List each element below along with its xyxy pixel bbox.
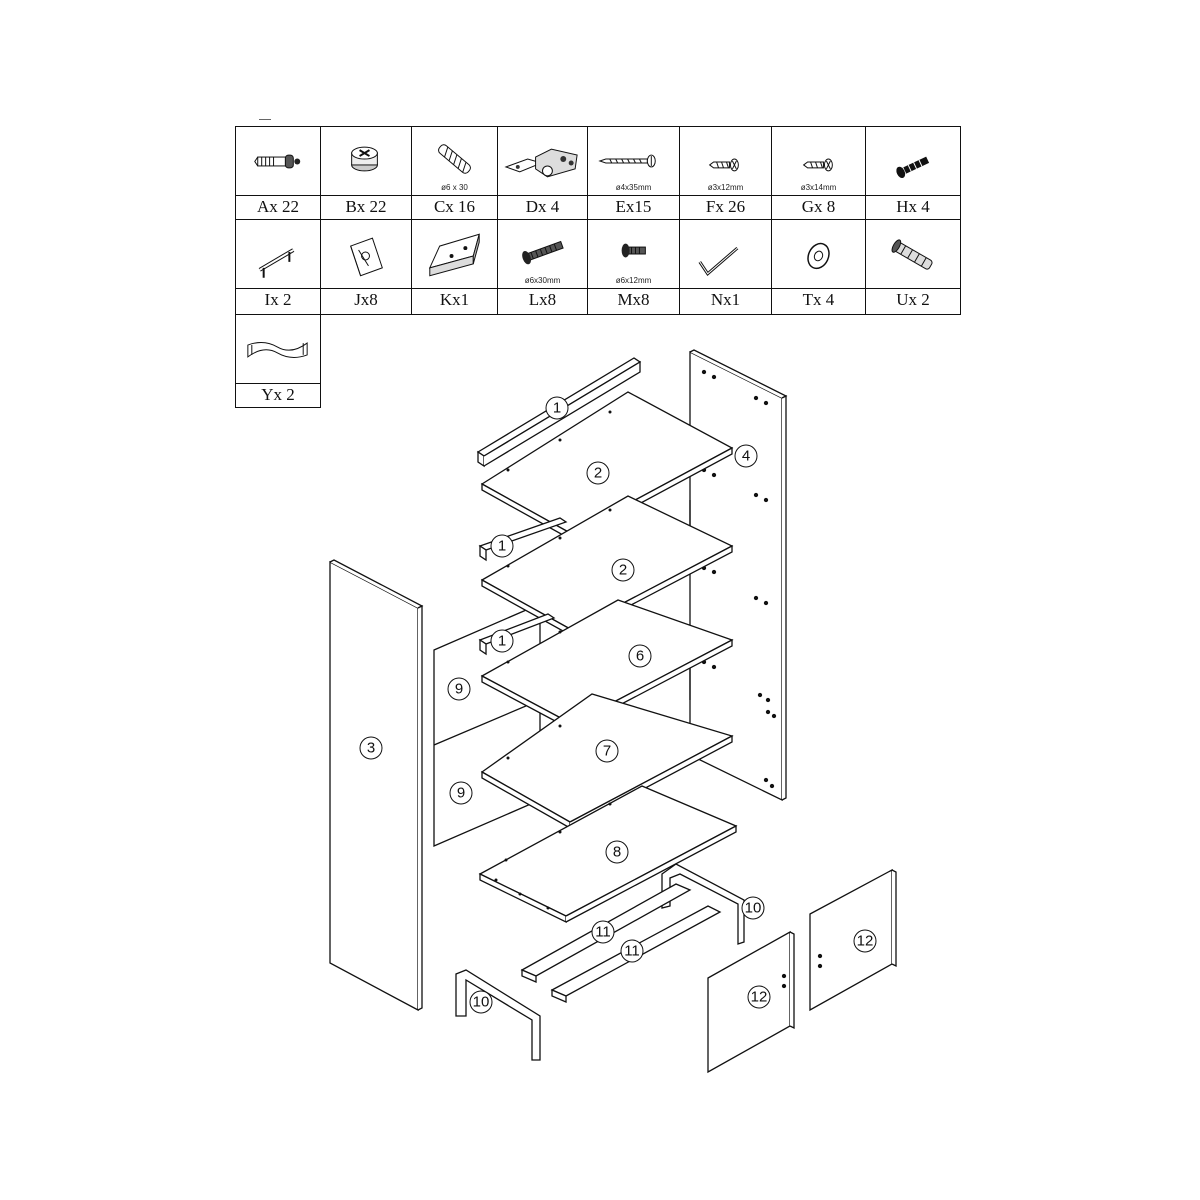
door-part-12-right — [809, 868, 897, 1012]
part-label-circle — [359, 736, 383, 760]
cam-lock-icon — [351, 146, 378, 172]
washer-icon — [807, 242, 830, 270]
part-label-7: 7 — [603, 743, 611, 760]
part-label-circle — [591, 920, 615, 944]
part-label-12: 12 — [857, 933, 874, 950]
hardware-cell-f: ø3x12mm Fx 26 — [679, 126, 772, 220]
allen-key-icon — [698, 246, 739, 277]
hardware-qty: Ex15 — [615, 197, 652, 216]
cam-bolt-icon — [254, 154, 301, 169]
handle-icon — [258, 248, 295, 278]
hardware-table: Ax 22 Bx 22 ø6 x 30 Cx 16 — [235, 126, 961, 408]
hardware-cell-i: Ix 2 — [235, 219, 321, 315]
hardware-cell-d: Dx 4 — [497, 126, 588, 220]
hardware-cell-j: Jx8 — [320, 219, 412, 315]
hardware-qty: Lx8 — [528, 290, 557, 309]
part-label-circle — [447, 677, 471, 701]
short-bolt-icon — [621, 243, 646, 258]
hardware-cell-t: Tx 4 — [771, 219, 866, 315]
side-panel-part-3 — [329, 559, 424, 1012]
hardware-cell-a: Ax 22 — [235, 126, 321, 220]
hardware-qty: Yx 2 — [261, 385, 295, 404]
hardware-cell-b: Bx 22 — [320, 126, 412, 220]
part-label-circle — [586, 461, 610, 485]
part-label-circle — [734, 444, 758, 468]
part-label-2: 2 — [594, 465, 602, 482]
part-label-1: 1 — [498, 538, 506, 555]
hardware-cell-l: ø6x30mm Lx8 — [497, 219, 588, 315]
hardware-cell-u: Ux 2 — [865, 219, 961, 315]
base-frame-part-10-front — [455, 969, 541, 1061]
part-label-9: 9 — [455, 681, 463, 698]
hardware-cell-h: Hx 4 — [865, 126, 961, 220]
short-screw-icon — [802, 158, 833, 172]
corner-bracket-icon — [350, 237, 383, 277]
short-screw-icon — [708, 158, 739, 172]
part-label-10: 10 — [745, 900, 762, 917]
part-label-circle — [628, 644, 652, 668]
hardware-row-3: Yx 2 — [235, 314, 961, 408]
part-label-circle — [595, 739, 619, 763]
part-label-circle — [449, 781, 473, 805]
hardware-qty: Ux 2 — [896, 290, 930, 309]
part-label-6: 6 — [636, 648, 644, 665]
hardware-cell-e: ø4x35mm Ex15 — [587, 126, 680, 220]
hardware-cell-c: ø6 x 30 Cx 16 — [411, 126, 498, 220]
part-label-8: 8 — [613, 844, 621, 861]
safety-strap-icon — [247, 342, 308, 358]
part-label-circle — [545, 396, 569, 420]
hardware-qty: Tx 4 — [802, 290, 835, 309]
hardware-cell-n: Nx1 — [679, 219, 772, 315]
hardware-qty: Ax 22 — [256, 197, 300, 216]
base-frame-part-10-back — [661, 863, 745, 945]
part-label-4: 4 — [742, 448, 750, 465]
hardware-cell-y: Yx 2 — [235, 314, 321, 408]
hardware-qty: Bx 22 — [345, 197, 387, 216]
wood-block-icon — [428, 233, 480, 277]
hardware-qty: Dx 4 — [525, 197, 560, 216]
hardware-cell-g: ø3x14mm Gx 8 — [771, 126, 866, 220]
corner-mark — [259, 119, 271, 120]
cabinet-hinge-icon — [504, 148, 578, 178]
hardware-qty: Jx8 — [354, 290, 378, 309]
part-label-circle — [469, 990, 493, 1014]
hardware-qty: Kx1 — [439, 290, 470, 309]
part-label-1: 1 — [498, 633, 506, 650]
dowel-holes — [494, 410, 612, 910]
wooden-dowel-icon — [438, 144, 471, 174]
hardware-qty: Hx 4 — [896, 197, 930, 216]
part-label-1: 1 — [553, 400, 561, 417]
hardware-qty: Ix 2 — [264, 290, 292, 309]
part-label-circle — [611, 558, 635, 582]
part-label-circle — [853, 929, 877, 953]
bolt-icon — [522, 240, 564, 265]
hardware-row-2: Ix 2 Jx8 Kx1 — [235, 219, 961, 315]
part-label-circle — [605, 840, 629, 864]
hardware-qty: Cx 16 — [433, 197, 476, 216]
part-label-circle — [490, 534, 514, 558]
part-label-circle — [620, 939, 644, 963]
part-label-10: 10 — [473, 994, 490, 1011]
hardware-row-1: Ax 22 Bx 22 ø6 x 30 Cx 16 — [235, 126, 961, 220]
hardware-qty: Mx8 — [617, 290, 650, 309]
part-label-circle — [741, 896, 765, 920]
part-label-12: 12 — [751, 989, 768, 1006]
hardware-qty: Nx1 — [710, 290, 741, 309]
wall-plug-icon — [891, 239, 933, 270]
part-label-2: 2 — [619, 562, 627, 579]
part-label-3: 3 — [367, 740, 375, 757]
part-label-circle — [747, 985, 771, 1009]
part-label-9: 9 — [457, 785, 465, 802]
black-screw-icon — [896, 156, 930, 178]
part-label-11: 11 — [595, 924, 611, 941]
hardware-qty: Gx 8 — [801, 197, 836, 216]
long-screw-icon — [598, 154, 656, 168]
part-label-circle — [490, 629, 514, 653]
part-label-11: 11 — [624, 943, 640, 960]
hardware-qty: Fx 26 — [705, 197, 746, 216]
